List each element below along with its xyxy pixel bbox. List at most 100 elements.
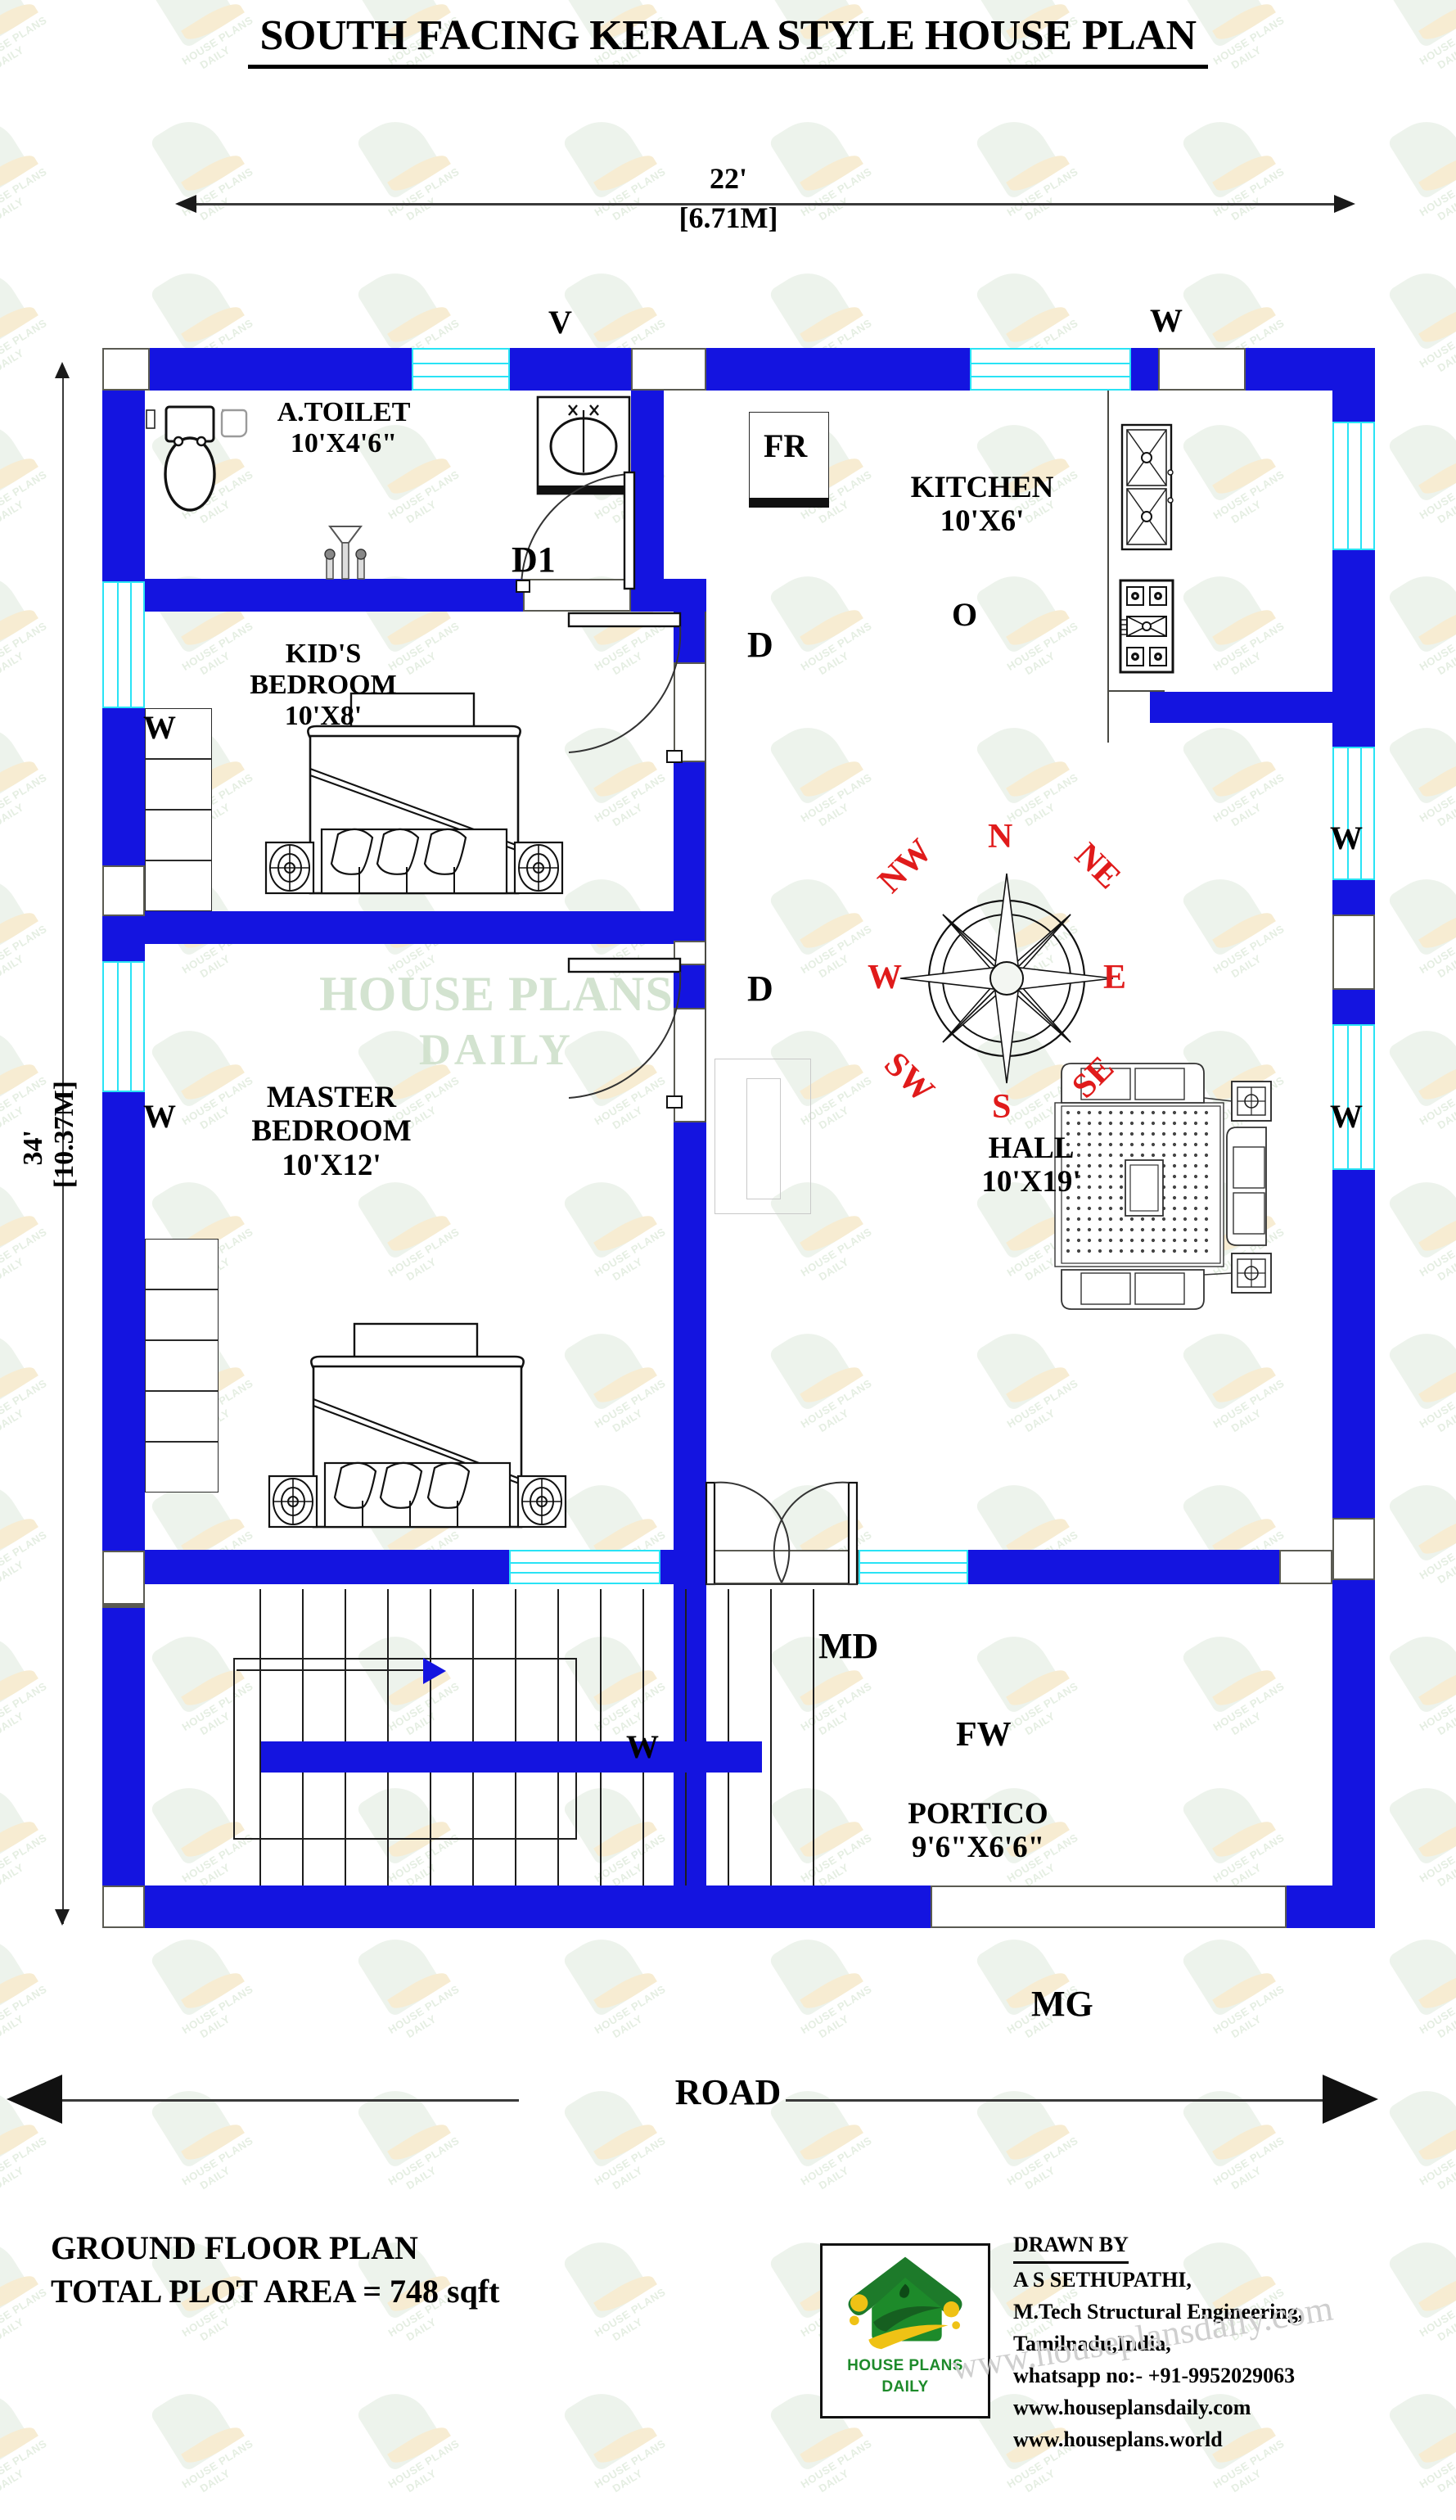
- wall-top-4: [1131, 348, 1158, 391]
- hall-sofa-set: [1044, 1052, 1289, 1322]
- wall-left-5: [102, 1605, 145, 1899]
- wall-corner-sw: [102, 1605, 145, 1608]
- french-window-label-fw: FW: [956, 1716, 1012, 1754]
- wall-main-gate-opening: [931, 1885, 1287, 1928]
- footer-left: GROUND FLOOR PLAN TOTAL PLOT AREA = 748 …: [51, 2227, 500, 2314]
- wall-left-1: [102, 391, 145, 581]
- shower-tap-fixture: [317, 522, 374, 584]
- hall-niche-inner: [746, 1078, 781, 1199]
- room-size-toilet: 10'X4'6": [290, 428, 398, 459]
- author-name: A S SETHUPATHI,: [1013, 2268, 1192, 2292]
- master-bed: [266, 1321, 569, 1551]
- wall-corner-ne: [1158, 348, 1246, 391]
- room-name-kids: KID'S: [285, 639, 362, 669]
- kitchen-counter-line: [1107, 391, 1109, 743]
- road-label: ROAD: [674, 2072, 782, 2112]
- compass-rose: N NE E SE S SW W NW: [851, 818, 1162, 1126]
- wall-kitchen-counter-right: [1150, 692, 1332, 723]
- door-label-d1: D1: [512, 540, 556, 580]
- window-portico-w: [509, 1550, 660, 1584]
- room-name-kids-2: BEDROOM: [250, 670, 397, 701]
- wall-portico-corner: [1279, 1550, 1332, 1584]
- wall-bottom-left-stub: [102, 1885, 145, 1928]
- door-label-d-lower: D: [747, 969, 773, 1009]
- wall-right-3: [1332, 880, 1375, 915]
- author-location: Tamilnadu,India,: [1013, 2332, 1171, 2355]
- window-label-w-left-1: W: [143, 709, 176, 746]
- room-name-portico: PORTICO: [908, 1797, 1048, 1831]
- kitchen-counter-bottom: [1107, 690, 1165, 692]
- fridge-label: FR: [764, 427, 808, 464]
- room-label-toilet: A.TOILET 10'X4'6": [209, 397, 479, 459]
- kitchen-stove-fixture: [1117, 577, 1176, 675]
- room-label-master: MASTER BEDROOM 10'X12': [168, 1081, 495, 1182]
- room-name-kitchen: KITCHEN: [910, 471, 1054, 504]
- house-plans-daily-logo-icon: [848, 2256, 962, 2350]
- wall-right-gap: [1332, 915, 1375, 990]
- top-dimension-feet: 22': [709, 162, 747, 195]
- wall-corner-nw: [102, 348, 150, 391]
- website-primary[interactable]: www.houseplansdaily.com: [1013, 2396, 1251, 2419]
- wall-gap-top: [631, 348, 706, 391]
- page-title-text: SOUTH FACING KERALA STYLE HOUSE PLAN: [248, 11, 1208, 69]
- wall-bottom-2: [1287, 1885, 1375, 1928]
- wall-h-portico-top-3: [968, 1550, 1279, 1584]
- vent-label-v: V: [548, 304, 572, 341]
- kitchen-sink-fixture: [1119, 422, 1174, 553]
- room-size-master: 10'X12': [282, 1148, 381, 1182]
- wall-h-toilet-bottom: [145, 579, 523, 612]
- open-label-o: O: [952, 596, 978, 633]
- window-right-w1: [1332, 747, 1375, 880]
- plan-type-label: GROUND FLOOR PLAN: [51, 2229, 418, 2266]
- window-label-w-portico: W: [626, 1728, 659, 1765]
- compass-e: E: [1103, 959, 1127, 996]
- compass-s: S: [992, 1088, 1012, 1126]
- logo-line1: HOUSE PLANS: [847, 2357, 963, 2374]
- room-size-kids: 10'X8': [284, 701, 363, 732]
- window-label-w-left-2: W: [143, 1098, 176, 1135]
- wall-right-1: [1332, 391, 1375, 422]
- brand-logo: HOUSE PLANS DAILY: [820, 2243, 990, 2418]
- main-door-label-md: MD: [818, 1626, 879, 1666]
- wall-h-portico-top-2: [660, 1550, 706, 1584]
- compass-w: W: [868, 959, 902, 996]
- room-name-toilet: A.TOILET: [277, 397, 411, 427]
- wall-right-4: [1332, 990, 1375, 1024]
- wall-top-1: [150, 348, 412, 391]
- top-dimension-meters: [6.71M]: [678, 201, 778, 234]
- fridge-base: [749, 498, 829, 508]
- room-size-kitchen: 10'X6': [940, 504, 1025, 539]
- wall-left-3: [102, 916, 145, 961]
- wall-bottom-1: [145, 1885, 931, 1928]
- door-label-d-upper: D: [747, 625, 773, 665]
- website-secondary[interactable]: www.houseplans.world: [1013, 2427, 1223, 2451]
- wall-h-portico-top-1: [145, 1550, 509, 1584]
- room-label-kitchen: KITCHEN 10'X6': [847, 471, 1117, 539]
- wall-left-gap2: [102, 1551, 145, 1605]
- compass-n: N: [988, 818, 1013, 856]
- window-right-w0: [1332, 422, 1375, 550]
- room-name-master-2: BEDROOM: [251, 1114, 412, 1149]
- room-label-hall: HALL 10'X19': [908, 1131, 1154, 1199]
